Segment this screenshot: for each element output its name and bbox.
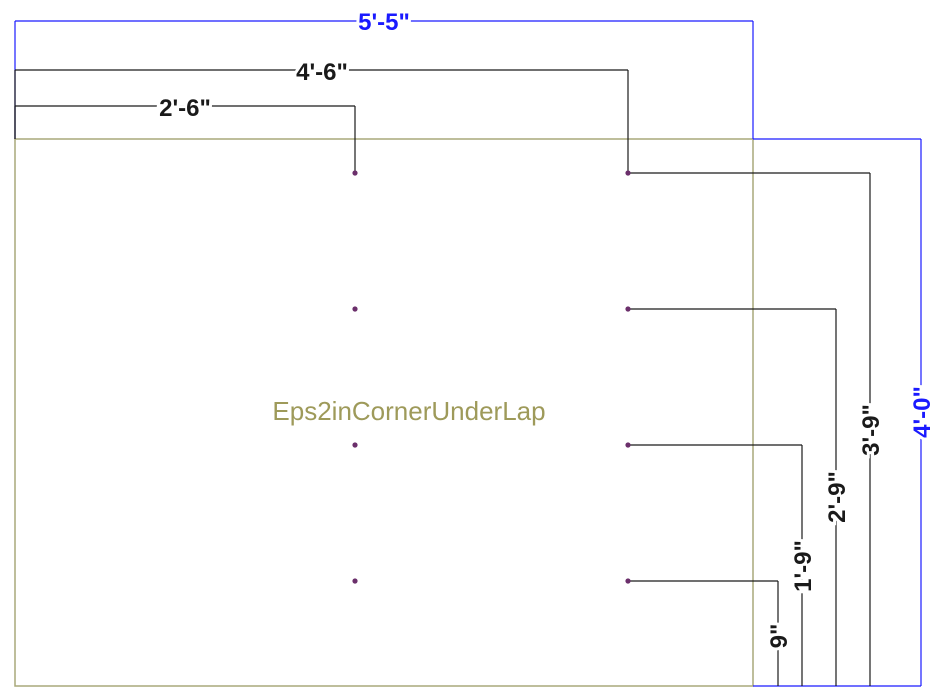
point-grid (352, 170, 631, 584)
overall-width-label: 5'-5" (358, 9, 410, 36)
overall-height-label: 4'-0" (909, 386, 936, 438)
panel-outline (14, 138, 754, 687)
dimension-2ft9in (628, 308, 837, 686)
dimension-1ft9in-label: 1'-9" (790, 540, 817, 592)
dimension-9in-label: 9" (766, 624, 793, 649)
point (352, 442, 358, 448)
dimension-2ft6in (14, 105, 356, 173)
point (352, 170, 358, 176)
dimension-3ft9in-label: 3'-9" (858, 404, 885, 456)
overall-width-dimension (14, 20, 754, 139)
panel-label: Eps2inCornerUnderLap (272, 396, 545, 426)
point (352, 306, 358, 312)
dimension-2ft9in-label: 2'-9" (824, 471, 851, 523)
dimension-1ft9in (628, 444, 803, 686)
point (625, 578, 631, 584)
dimension-9in (628, 580, 779, 686)
dimension-4ft6in-label: 4'-6" (296, 59, 348, 86)
overall-height-dimension (753, 138, 922, 687)
point (625, 170, 631, 176)
dimension-3ft9in (628, 172, 871, 686)
point (352, 578, 358, 584)
point (625, 442, 631, 448)
dimension-2ft6in-label: 2'-6" (159, 95, 211, 122)
point (625, 306, 631, 312)
